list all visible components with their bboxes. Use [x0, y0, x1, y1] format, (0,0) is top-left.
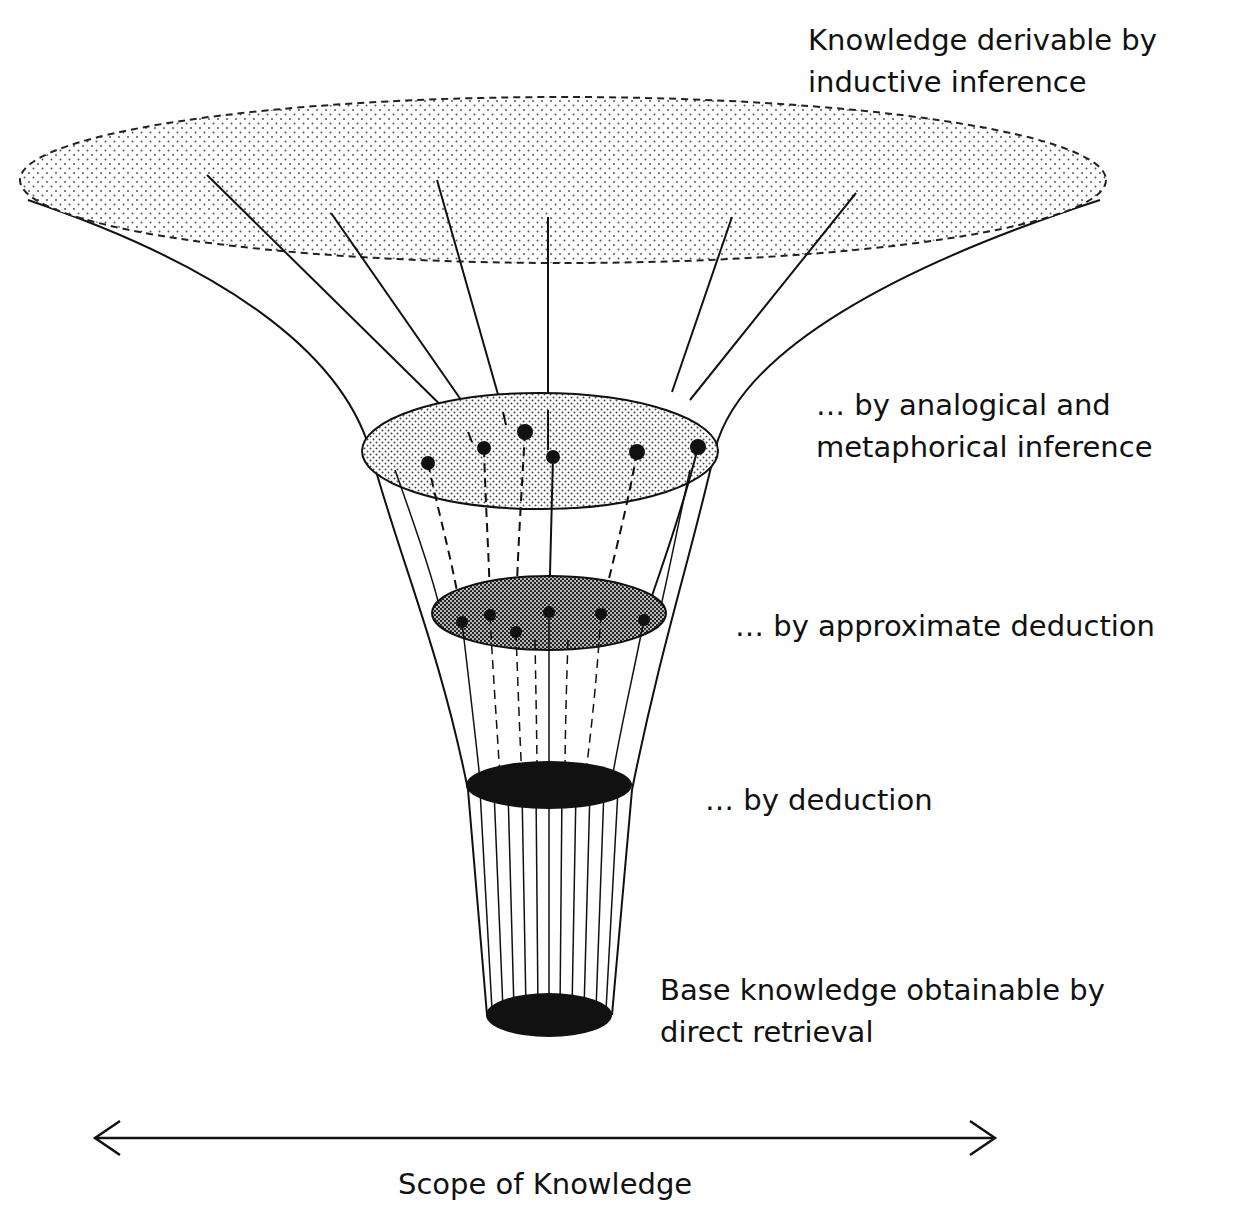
- arrow-head: [970, 1121, 995, 1155]
- inference-line: [565, 640, 568, 780]
- axis-label: Scope of Knowledge: [398, 1166, 692, 1202]
- inference-line: [548, 612, 550, 780]
- inference-line: [395, 470, 440, 610]
- scope-axis: [95, 1137, 995, 1140]
- inference-line: [644, 447, 698, 620]
- inference-line: [572, 790, 576, 1010]
- knowledge-dot: [690, 439, 706, 455]
- funnel-outline: [28, 200, 487, 1015]
- inference-line: [547, 217, 549, 410]
- inference-line: [690, 193, 856, 400]
- deduction-region: [466, 761, 632, 809]
- inference-line: [207, 175, 468, 432]
- inference-line: [437, 180, 503, 412]
- inference-line: [508, 790, 514, 1010]
- funnel-outline: [612, 200, 1100, 1015]
- level-label: … by deduction: [705, 779, 933, 821]
- inference-line: [672, 217, 732, 392]
- inference-line: [612, 620, 644, 780]
- analogy-region: [362, 393, 718, 509]
- inference-line: [503, 412, 506, 425]
- inference-line: [560, 790, 562, 1010]
- inference-line: [522, 790, 526, 1010]
- inference-line: [606, 790, 618, 1010]
- knowledge-dot: [421, 456, 435, 470]
- inference-line: [547, 410, 549, 450]
- inference-line: [331, 213, 482, 430]
- inference-line: [462, 622, 480, 780]
- knowledge-dot: [546, 450, 560, 464]
- level-label: … by approximate deduction: [735, 605, 1155, 647]
- inference-line: [535, 640, 537, 780]
- arrow-head: [95, 1121, 120, 1155]
- knowledge-dot: [477, 441, 491, 455]
- inference-line: [468, 432, 472, 442]
- inference-line: [494, 790, 503, 1010]
- level-label: Knowledge derivable by inductive inferen…: [808, 19, 1228, 103]
- inference-line: [596, 790, 604, 1010]
- inference-line: [585, 614, 601, 780]
- inference-line: [548, 790, 550, 1010]
- inference-line: [516, 632, 522, 780]
- inference-line: [584, 790, 590, 1010]
- inference-line: [536, 790, 538, 1010]
- inference-line: [480, 790, 492, 1010]
- base-knowledge-region: [486, 993, 612, 1037]
- knowledge-dot: [517, 424, 533, 440]
- knowledge-dot: [629, 444, 645, 460]
- inference-line: [660, 470, 690, 610]
- induction-region: [20, 97, 1106, 263]
- inference-line: [490, 615, 500, 780]
- level-label: … by analogical and metaphorical inferen…: [816, 384, 1236, 468]
- level-label: Base knowledge obtainable by direct retr…: [660, 969, 1120, 1053]
